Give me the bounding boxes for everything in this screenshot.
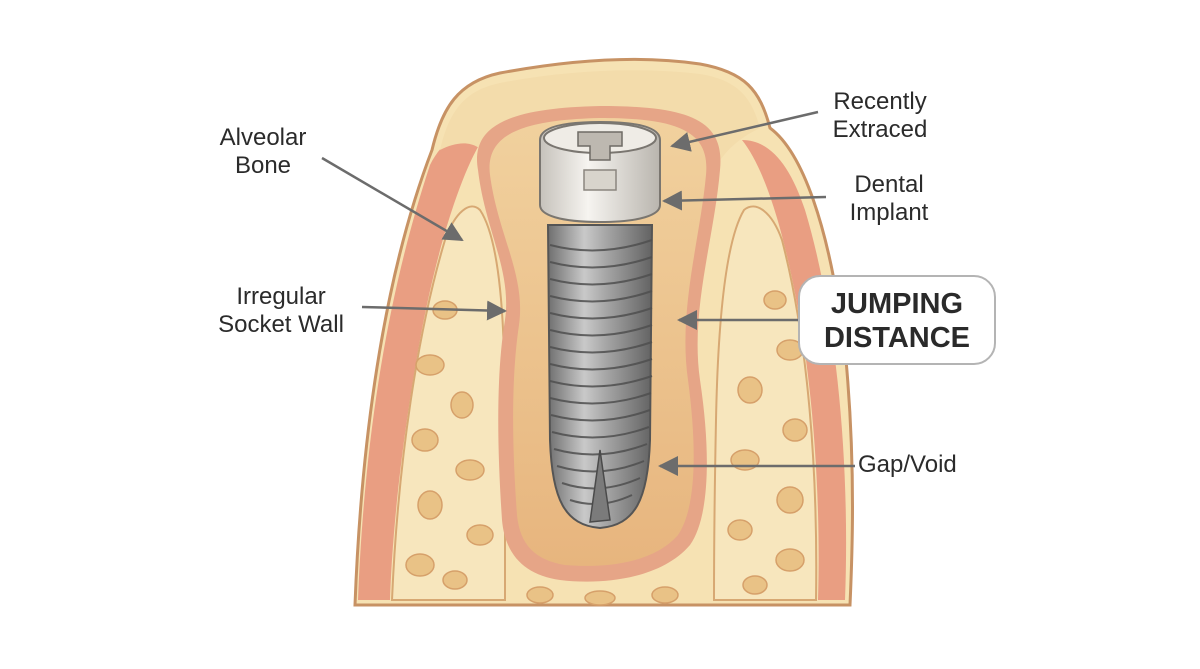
label-alveolar-bone-line2: Bone	[234, 152, 292, 179]
dental-implant	[539, 120, 661, 530]
label-recently-extraced: Recently Extraced	[812, 88, 948, 144]
label-alveolar-bone: Alveolar Bone	[198, 124, 328, 180]
leader-recently-extraced	[670, 110, 819, 152]
label-recently-line2: Extraced	[832, 116, 928, 143]
implant-hex-socket-icon	[577, 131, 623, 161]
leader-irregular-socket-wall	[361, 300, 507, 321]
callout-jumping-line1: JUMPING	[830, 288, 964, 320]
label-gap-void: Gap/Void	[858, 451, 992, 479]
gum-left	[358, 128, 490, 601]
label-irregular-line2: Socket Wall	[218, 311, 344, 338]
gum-right	[742, 140, 847, 600]
label-implant-line2: Implant	[849, 199, 929, 226]
label-irregular-socket-wall: Irregular Socket Wall	[196, 283, 366, 339]
implant-cutting-flute	[589, 449, 611, 523]
label-gap-void-text: Gap/Void	[858, 451, 957, 478]
leader-dental-implant	[662, 190, 827, 211]
label-alveolar-bone-line1: Alveolar	[219, 124, 307, 151]
label-irregular-line1: Irregular	[236, 283, 326, 310]
cancellous-pores	[405, 290, 808, 606]
leader-lines	[321, 110, 855, 476]
label-recently-line1: Recently	[833, 88, 927, 115]
leader-alveolar-bone	[321, 156, 464, 242]
label-dental-implant: Dental Implant	[834, 171, 944, 227]
callout-jumping-distance: JUMPING DISTANCE	[798, 275, 996, 365]
callout-jumping-line2: DISTANCE	[823, 322, 971, 354]
label-implant-line1: Dental	[854, 171, 924, 198]
